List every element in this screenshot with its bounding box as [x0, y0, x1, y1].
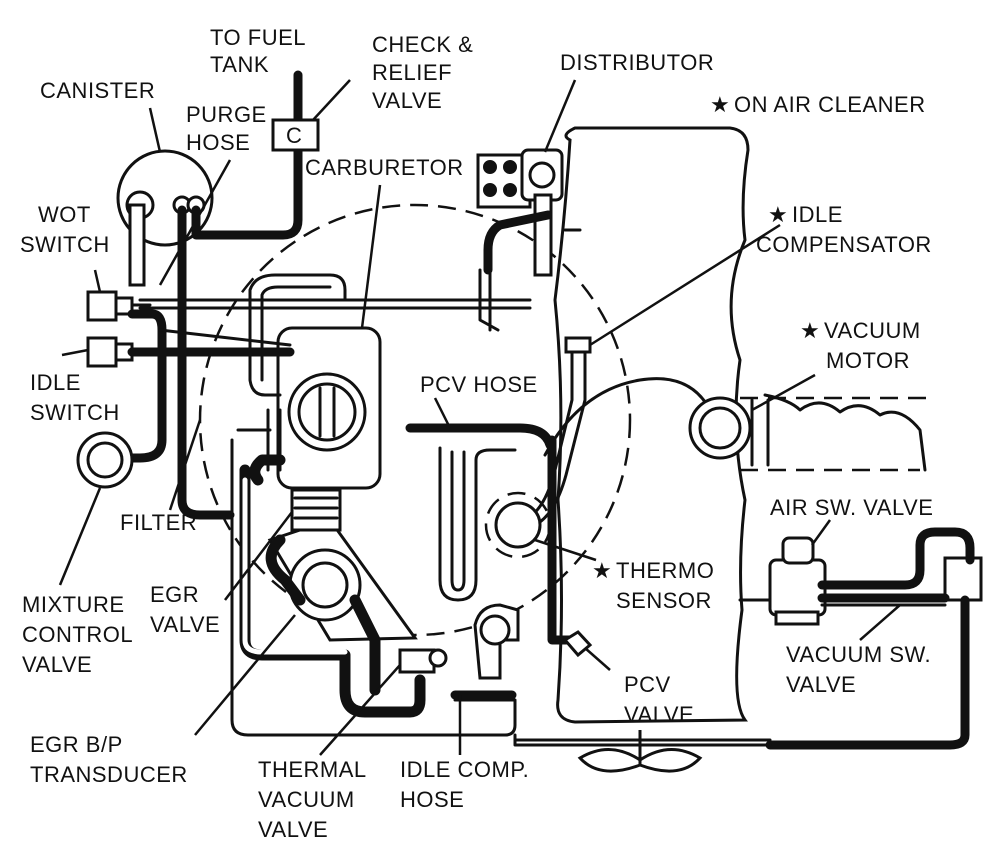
label-canister: CANISTER [40, 78, 155, 103]
egr-hose-highlight [242, 477, 348, 655]
air-switching-valve [768, 536, 827, 626]
thermo-sensor-dashed [484, 491, 552, 559]
mixture-control-valve-inner [86, 441, 124, 479]
label-on-air-cleaner: ON AIR CLEANER [734, 92, 926, 117]
carburetor-body [276, 326, 382, 490]
label-wot-switch: WOT [38, 202, 91, 227]
star-vacuum-motor: ★ [800, 318, 820, 343]
label-mixture-control-valve-3: VALVE [22, 652, 92, 677]
label-idle-compensator: IDLE [792, 202, 843, 227]
label-filter: FILTER [120, 510, 197, 535]
label-idle-compensator-2: COMPENSATOR [756, 232, 932, 257]
label-idle-switch-2: SWITCH [30, 400, 120, 425]
label-mixture-control-valve-2: CONTROL [22, 622, 133, 647]
label-to-fuel-tank: TO FUEL [210, 25, 306, 50]
label-purge-hose-2: HOSE [186, 130, 250, 155]
label-pcv-valve-2: VALVE [624, 702, 694, 727]
label-pcv-hose: PCV HOSE [420, 372, 538, 397]
egr-valve [288, 488, 362, 622]
label-vacuum-motor: VACUUM [824, 318, 921, 343]
pcv-valve [562, 630, 593, 658]
thermo-sensor [494, 501, 542, 549]
label-idle-comp-hose: IDLE COMP. [400, 757, 529, 782]
egr-hoses [239, 454, 426, 718]
purge-hose-line [177, 205, 235, 520]
label-wot-switch-2: SWITCH [20, 232, 110, 257]
label-vacuum-sw-valve-2: VALVE [786, 672, 856, 697]
label-thermal-vacuum-valve-2: VACUUM [258, 787, 355, 812]
carb-left-lines [248, 298, 282, 397]
air-sw-hoses [817, 527, 975, 603]
check-valve-letter: C [286, 123, 302, 148]
pcv-hose [405, 423, 555, 450]
vacuum-sw-main-hose [765, 595, 970, 750]
pcv-u-tube [438, 446, 517, 602]
label-mixture-control-valve: MIXTURE [22, 592, 125, 617]
label-idle-switch: IDLE [30, 370, 81, 395]
leader-lines [58, 79, 901, 756]
vacuum-sw-hoses-thin [738, 598, 947, 607]
egr-outer-lines [230, 408, 517, 737]
vacuum-switching-valve [943, 556, 983, 602]
label-purge-hose: PURGE [186, 102, 267, 127]
label-thermal-vacuum-valve: THERMAL [258, 757, 367, 782]
vacuum-motor-inner [698, 406, 742, 450]
label-thermal-vacuum-valve-3: VALVE [258, 817, 328, 842]
carb-top-lines [138, 273, 532, 310]
label-egr-valve: EGR [150, 582, 199, 607]
switch-hose-thin [130, 303, 292, 347]
label-check-relief-valve-3: VALVE [372, 88, 442, 113]
idle-compensator [564, 336, 592, 354]
star-thermo-sensor: ★ [592, 558, 612, 583]
switch-hoses [123, 309, 295, 463]
label-check-relief-valve: CHECK & [372, 32, 473, 57]
label-to-fuel-tank-2: TANK [210, 52, 269, 77]
fuel-tank-hose [191, 70, 303, 240]
label-thermo-sensor-2: SENSOR [616, 588, 712, 613]
label-egr-valve-2: VALVE [150, 612, 220, 637]
idle-switch [86, 336, 134, 368]
pcv-elbow [473, 603, 520, 680]
wot-switch [86, 203, 146, 322]
label-egr-bp-transducer-2: TRANSDUCER [30, 762, 188, 787]
check-relief-valve [271, 118, 320, 152]
distributor-hose [483, 210, 553, 275]
label-egr-bp-transducer: EGR B/P [30, 732, 123, 757]
thermal-vacuum-valve [398, 648, 448, 674]
label-vacuum-sw-valve: VACUUM SW. [786, 642, 931, 667]
air-duct-end [763, 393, 927, 472]
bottom-return-line [513, 733, 772, 747]
label-idle-comp-hose-2: HOSE [400, 787, 464, 812]
star-idle-compensator: ★ [768, 202, 788, 227]
engine-fan [577, 730, 703, 773]
label-carburetor: CARBURETOR [305, 155, 464, 180]
vacuum-motor-bracket [750, 398, 770, 467]
label-pcv-valve: PCV [624, 672, 671, 697]
label-vacuum-motor-2: MOTOR [826, 348, 910, 373]
label-distributor: DISTRIBUTOR [560, 50, 714, 75]
star-on-air-cleaner: ★ [710, 92, 730, 117]
label-check-relief-valve-2: RELIEF [372, 60, 452, 85]
label-thermo-sensor: THERMO [616, 558, 714, 583]
label-air-sw-valve: AIR SW. VALVE [770, 495, 933, 520]
